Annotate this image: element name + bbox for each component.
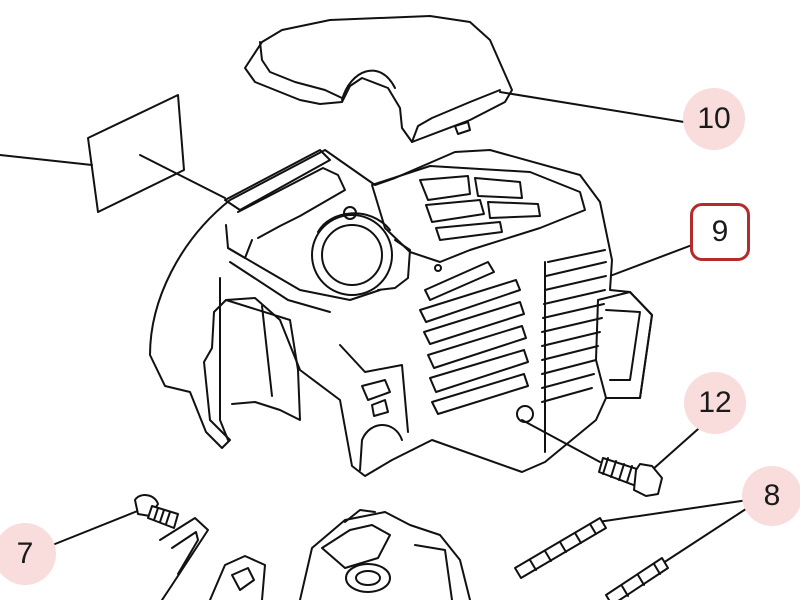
leader-line-left [0, 154, 93, 166]
callout-9-selected[interactable]: 9 [690, 203, 750, 261]
part-10-top-cover[interactable] [244, 15, 513, 143]
leader-line-9 [609, 241, 701, 277]
leader-line-8a [597, 499, 749, 523]
part-12-bolt[interactable] [521, 419, 663, 497]
leader-line-12 [651, 421, 707, 471]
part-8-stud-lower[interactable] [605, 557, 669, 600]
leader-line-8b [659, 504, 753, 566]
callout-12[interactable]: 12 [684, 372, 746, 434]
part-gasket-plate[interactable] [87, 94, 185, 213]
part-bottom-carburetor[interactable] [299, 509, 471, 600]
leader-line-gasket [139, 154, 226, 199]
leader-line-10 [499, 91, 685, 123]
part-8-stud-upper[interactable] [514, 517, 607, 579]
callout-8[interactable]: 8 [742, 466, 800, 526]
part-bottom-plate[interactable] [209, 555, 266, 600]
callout-10[interactable]: 10 [683, 88, 745, 150]
part-7-screw[interactable] [134, 494, 179, 529]
callout-7[interactable]: 7 [0, 523, 56, 585]
part-9-cylinder-cover[interactable] [149, 149, 653, 477]
leader-line-7 [44, 509, 141, 549]
part-bottom-gasket-frame[interactable] [159, 517, 209, 600]
